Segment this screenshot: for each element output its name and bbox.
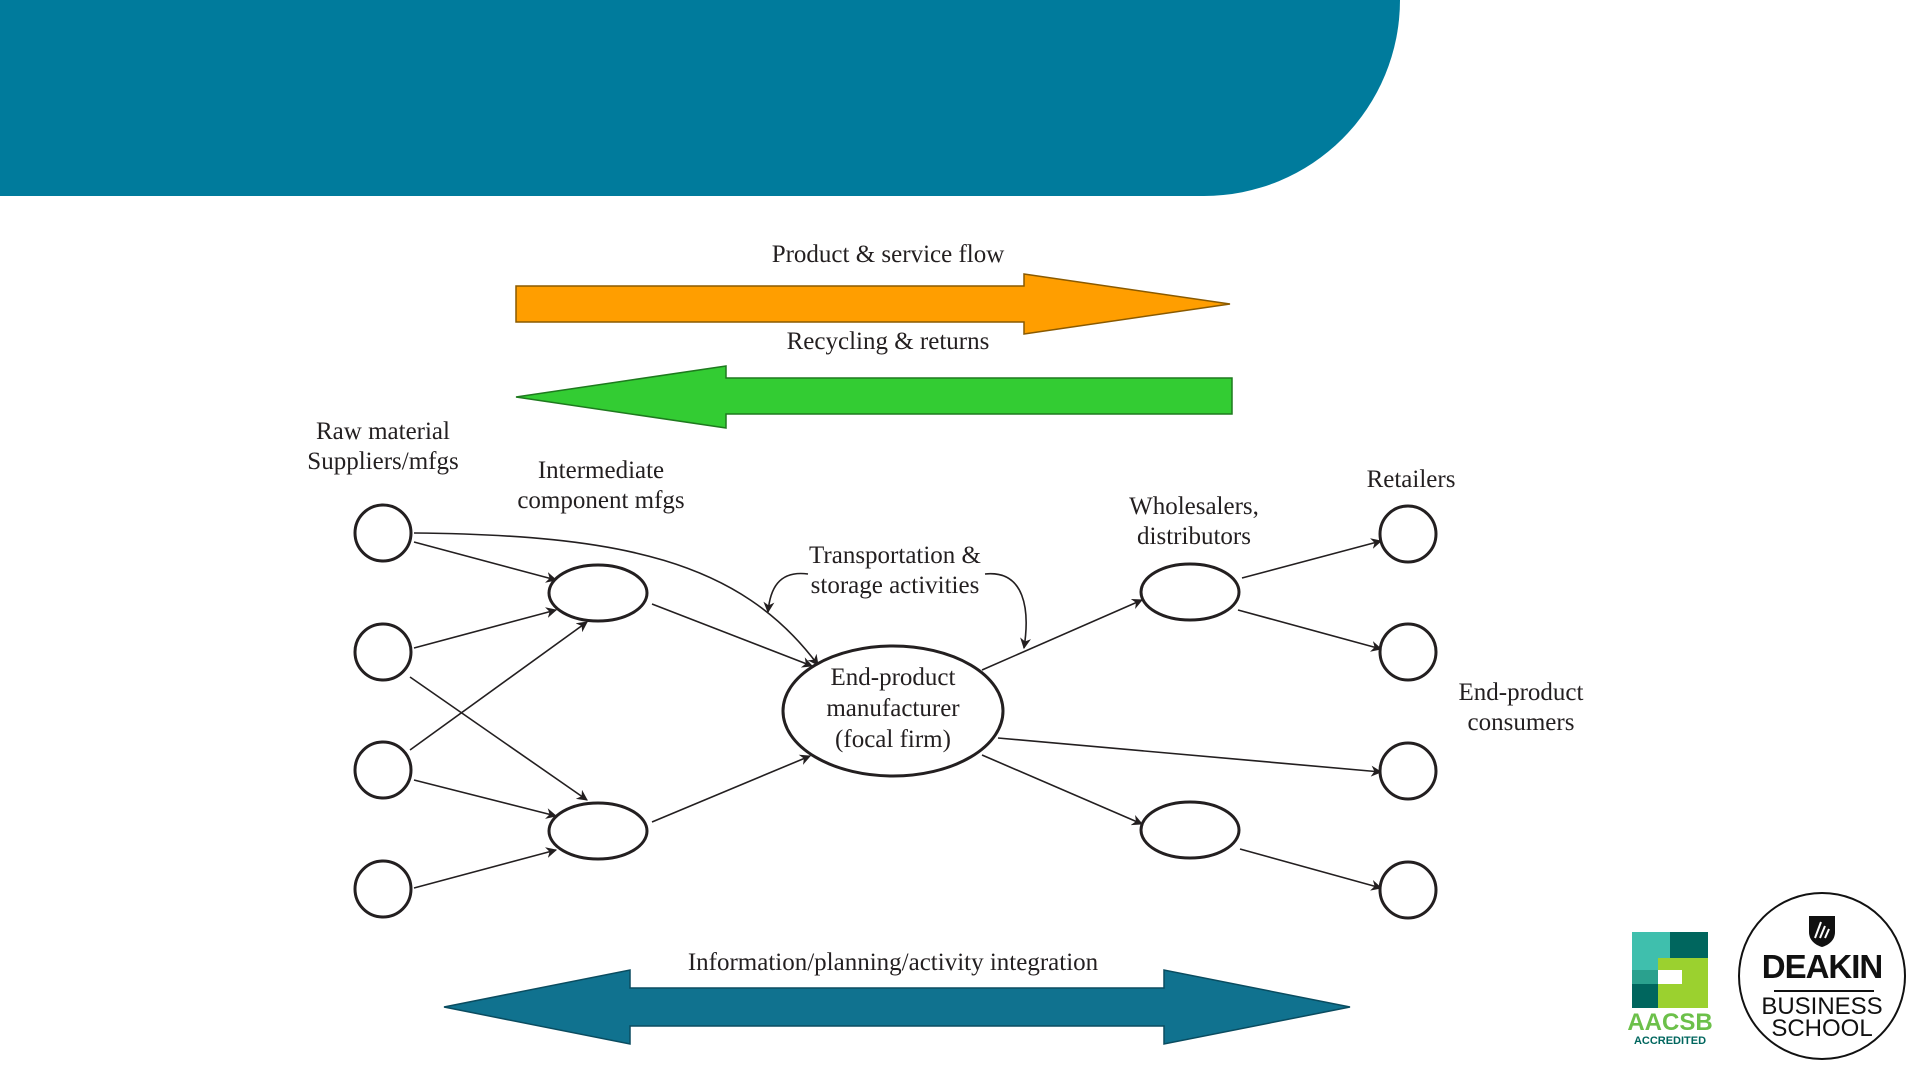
retailer-node-3 (1378, 741, 1438, 801)
retailers-label: Retailers (1367, 466, 1456, 493)
wholesaler-node-2 (1139, 800, 1241, 860)
intermediate-label: Intermediate (538, 457, 664, 484)
consumers-label: End-product (1459, 679, 1584, 706)
edge (413, 607, 558, 649)
deakin-logo: DEAKIN BUSINESS SCHOOL (1738, 892, 1906, 1060)
edge (413, 847, 558, 889)
product-flow-label: Product & service flow (772, 241, 1005, 268)
edges (409, 532, 1383, 891)
focal-firm-label-3: (focal firm) (835, 726, 951, 753)
raw-supplier-node-4 (353, 859, 413, 919)
intermediate-label-2: component mfgs (517, 487, 684, 514)
edge (981, 754, 1144, 826)
raw-supplier-node-3 (353, 740, 413, 800)
product-flow-arrow (515, 273, 1231, 335)
integration-arrow (443, 969, 1351, 1045)
edge (1241, 538, 1383, 579)
edge (413, 541, 558, 583)
edge (981, 598, 1144, 671)
deakin-divider (1774, 990, 1874, 992)
intermediate-node-1 (547, 563, 649, 623)
edge (413, 779, 558, 819)
recycling-label: Recycling & returns (787, 328, 990, 355)
header-band (0, 0, 1400, 196)
deakin-school: SCHOOL (1771, 1015, 1873, 1042)
focal-firm-label-2: manufacturer (826, 695, 960, 722)
transport-bracket-left (763, 572, 809, 614)
wholesalers-label-2: distributors (1137, 523, 1251, 550)
edge (651, 603, 814, 668)
edge (409, 621, 588, 751)
integration-label: Information/planning/activity integratio… (688, 949, 1099, 976)
transport-bracket-right (984, 573, 1031, 650)
edge (651, 754, 812, 823)
focal-firm-label: End-product (831, 664, 956, 691)
edge (997, 737, 1383, 777)
wholesalers-label: Wholesalers, (1129, 493, 1259, 520)
edge (1237, 609, 1383, 652)
deakin-shield-icon (1809, 916, 1835, 947)
nodes (353, 503, 1438, 920)
focal-firm-node (781, 644, 1005, 778)
wholesaler-node-1 (1139, 562, 1241, 622)
recycling-arrow (515, 365, 1233, 429)
intermediate-node-2 (547, 801, 649, 861)
aacsb-logo: AACSB ACCREDITED (1627, 932, 1713, 1047)
retailer-node-2 (1378, 622, 1438, 682)
retailer-node-1 (1378, 504, 1438, 564)
deakin-business: BUSINESS (1761, 993, 1883, 1020)
edge (1239, 848, 1383, 891)
aacsb-wordmark: AACSB (1627, 1009, 1712, 1036)
transport-label-2: storage activities (811, 572, 980, 599)
transport-label: Transportation & (809, 542, 981, 569)
edge (413, 532, 819, 666)
raw-material-label-2: Suppliers/mfgs (307, 448, 458, 475)
aacsb-accredited: ACCREDITED (1634, 1035, 1706, 1047)
retailer-node-4 (1378, 860, 1438, 920)
deakin-wordmark: DEAKIN (1761, 948, 1884, 985)
consumers-label-2: consumers (1468, 709, 1575, 736)
edge (409, 676, 588, 801)
raw-material-label: Raw material (316, 418, 450, 445)
raw-supplier-node-2 (353, 622, 413, 682)
raw-supplier-node-1 (353, 503, 413, 563)
